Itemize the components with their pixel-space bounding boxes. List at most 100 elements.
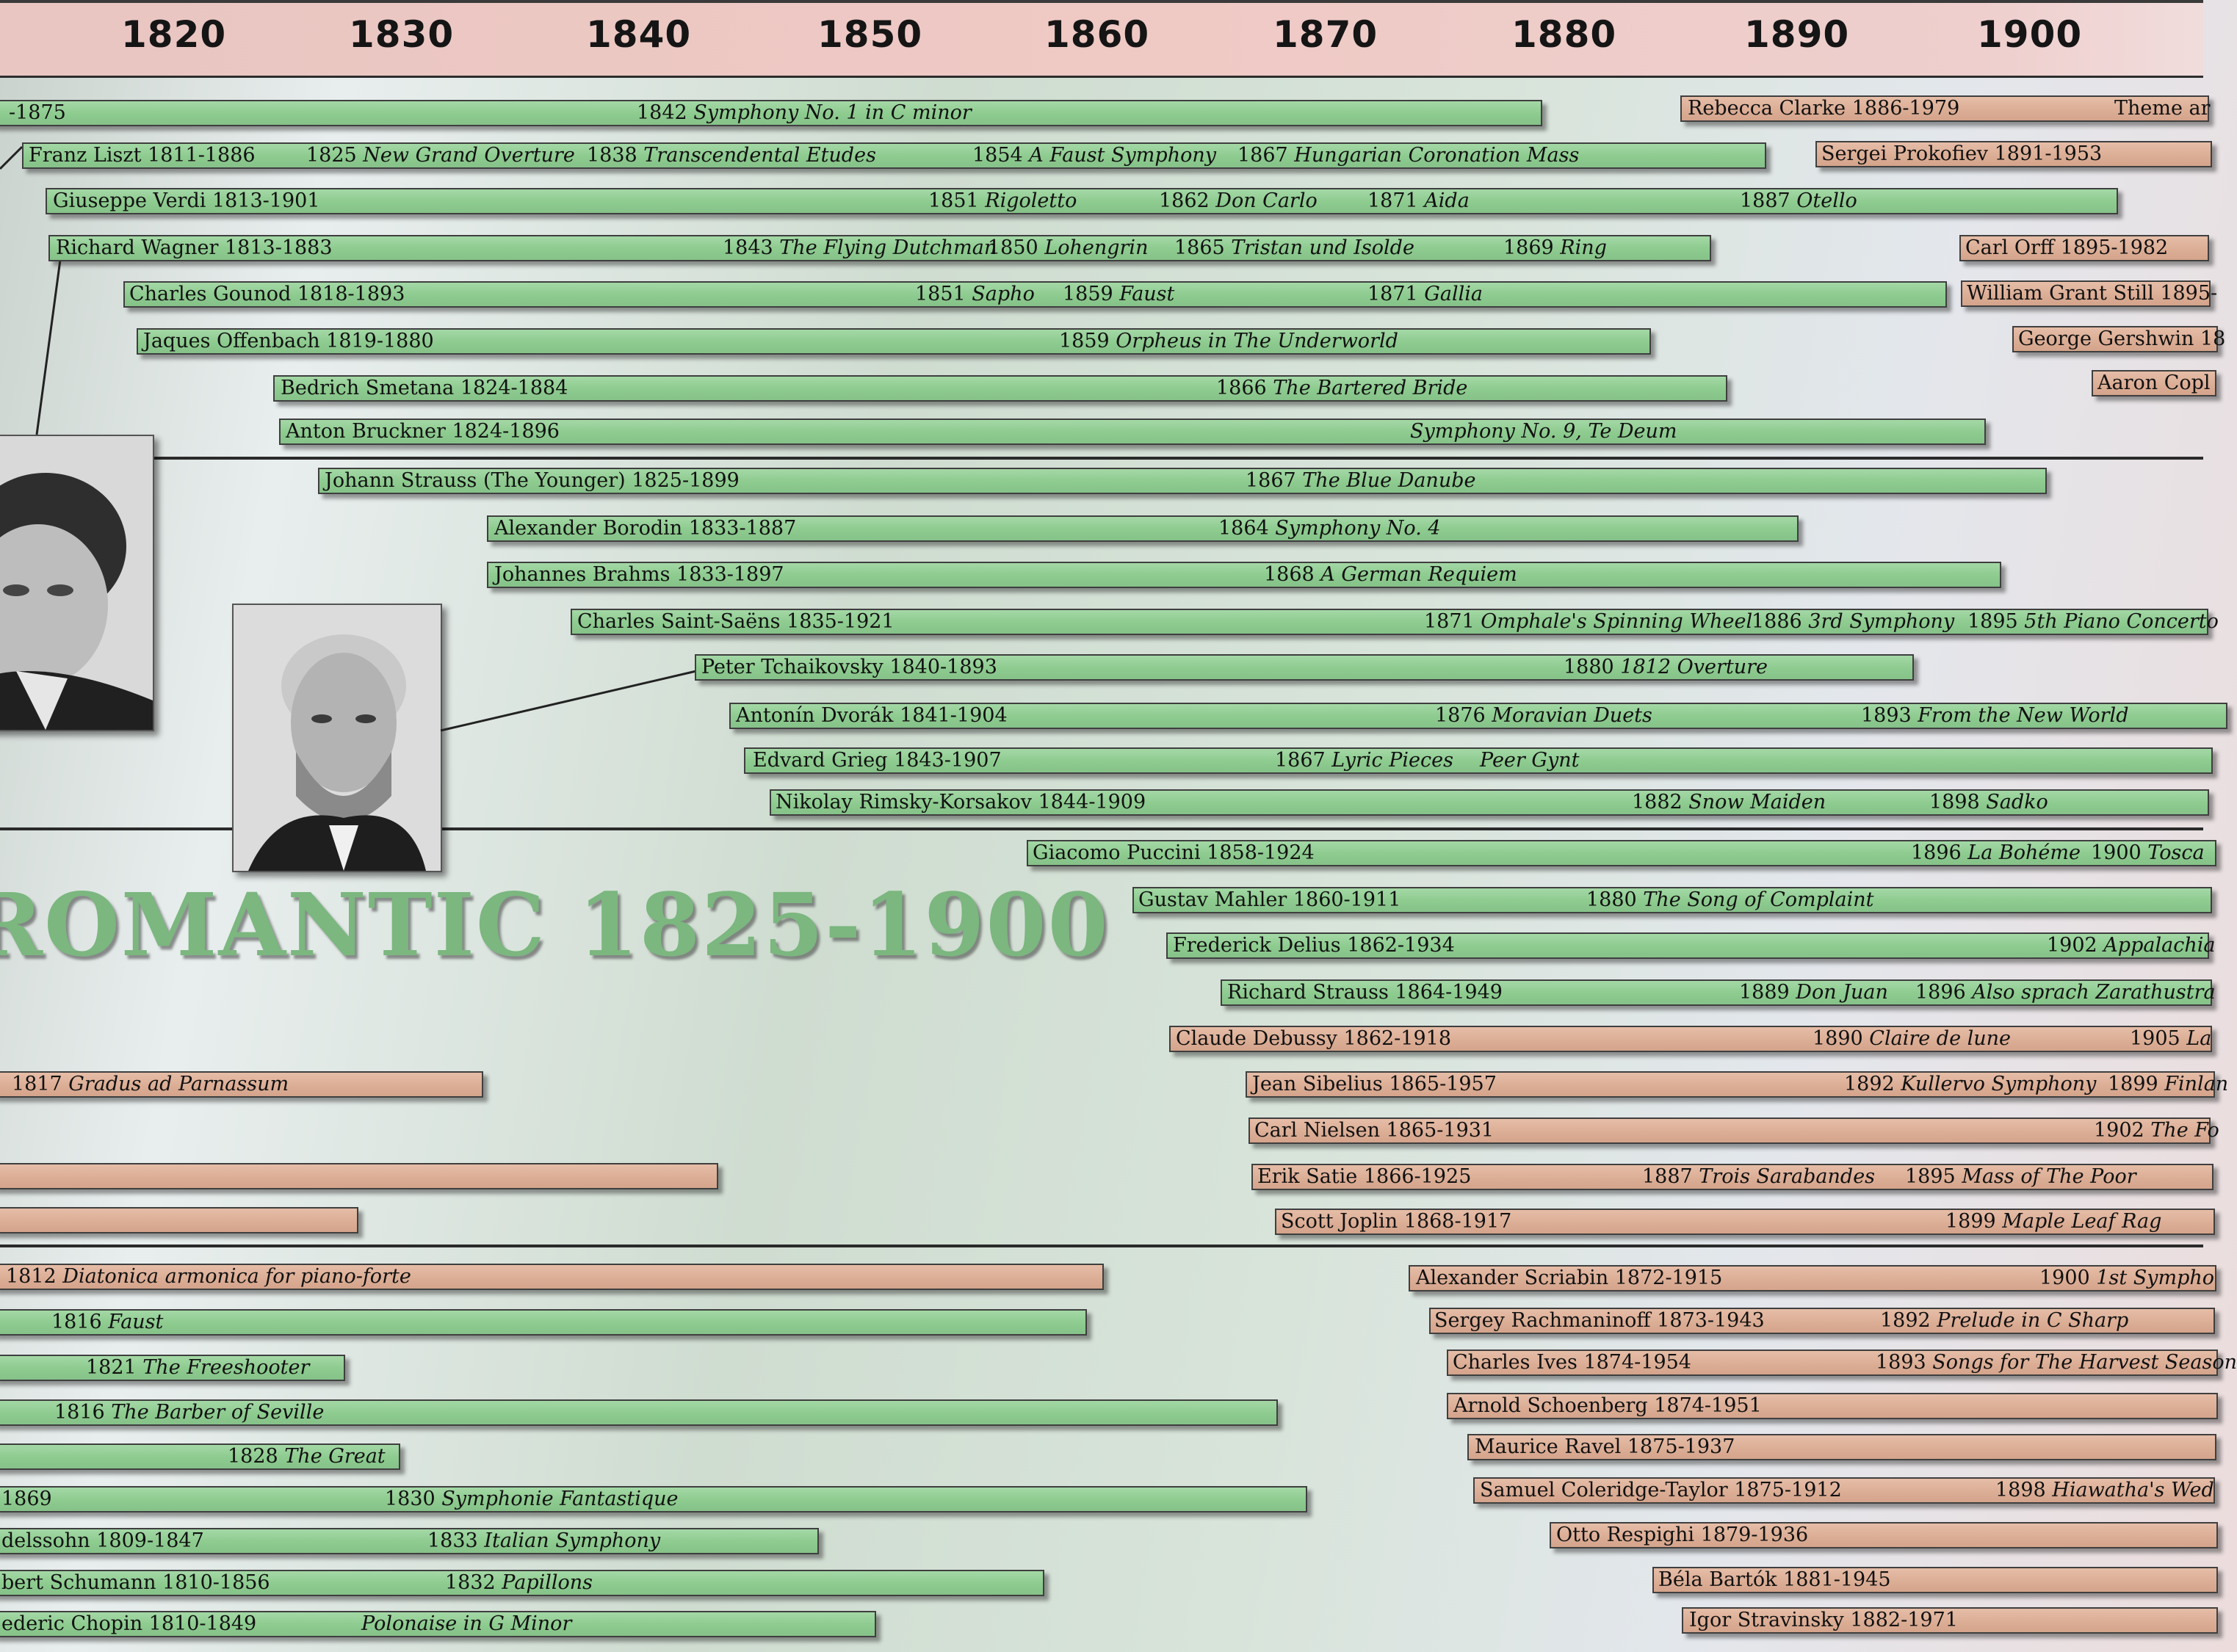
work-label: 1850 Lohengrin [988,236,1149,259]
work-label: Theme ar [2114,97,2211,120]
year-label: 1870 [1273,13,1378,56]
work-label: Peer Gynt [1480,749,1580,772]
work-label: 1869 Ring [1503,236,1607,259]
composer-bar: 1812 Diatonica armonica for piano-forte [0,1264,1104,1290]
work-label: 1859 Faust [1063,283,1175,305]
composer-name: ederic Chopin 1810-1849 [1,1612,257,1635]
work-label: 1833 Italian Symphony [427,1529,661,1552]
work-label: 1868 A German Requiem [1264,563,1517,586]
composer-bar: George Gershwin 18 [2012,326,2225,352]
work-label: 1867 The Blue Danube [1246,469,1476,492]
composer-bar: Antonín Dvorák 1841-1904 1876 Moravian Du… [729,703,2227,729]
composer-bar: 1816 The Barber of Seville [0,1399,1278,1426]
work-label: 1842 Symphony No. 1 in C minor [637,101,972,124]
composer-bar: 1828 The Great [0,1443,400,1470]
composer-name: Maurice Ravel 1875-1937 [1475,1435,1735,1458]
work-label: 1887 Trois Sarabandes [1642,1165,1876,1188]
work-label: 1882 Snow Maiden [1632,791,1826,814]
work-label: 1865 Tristan und Isolde [1174,236,1414,259]
work-label: 1880 1812 Overture [1564,656,1768,678]
work-label: 1871 Aida [1367,189,1470,212]
work-label: 1899 Maple Leaf Rag [1945,1210,2162,1233]
composer-name: Arnold Schoenberg 1874-1951 [1453,1394,1762,1417]
year-label: 1840 [586,13,692,56]
composer-bar: Nikolay Rimsky-Korsakov 1844-1909 1882 Sn… [770,789,2209,816]
composer-name: Nikolay Rimsky-Korsakov 1844-1909 [776,791,1146,814]
timeline-header [0,0,2203,78]
composer-name: Johannes Brahms 1833-1897 [494,563,784,586]
work-label: 1900 Tosca [2091,841,2205,864]
composer-name: Rebecca Clarke 1886-1979 [1688,97,1960,120]
composer-name: Richard Strauss 1864-1949 [1227,981,1503,1004]
work-label: 1898 Sadko [1929,791,2048,814]
composer-name: Aaron Copl [2097,372,2211,394]
work-label: 1876 Moravian Duets [1435,704,1652,727]
composer-name: Sergey Rachmaninoff 1873-1943 [1434,1309,1765,1332]
work-label: 1880 The Song of Complaint [1586,888,1874,911]
section-divider [0,1245,2203,1247]
work-label: 1821 The Freeshooter [86,1356,310,1379]
composer-name: Edvard Grieg 1843-1907 [753,749,1002,772]
work-label: 1895 Mass of The Poor [1905,1165,2136,1188]
work-label: 1816 The Barber of Seville [54,1401,325,1424]
composer-bar [0,1163,718,1189]
composer-name: Igor Stravinsky 1882-1971 [1689,1609,1958,1631]
composer-name: Alexander Borodin 1833-1887 [494,517,797,540]
work-label: 1867 Lyric Pieces [1275,749,1453,772]
work-label: 1896 Also sprach Zarathustra [1915,981,2216,1004]
composer-name: Erik Satie 1866-1925 [1257,1165,1472,1188]
composer-name: Giuseppe Verdi 1813-1901 [53,189,320,212]
composer-bar: Arnold Schoenberg 1874-1951 [1447,1393,2218,1419]
work-label: 1830 Symphonie Fantastique [385,1488,679,1510]
work-label: 1862 Don Carlo [1159,189,1318,212]
work-label: 1896 La Bohéme [1911,841,2081,864]
work-label: 1902 The Fo [2094,1119,2219,1142]
era-title: ROMANTIC 1825-1900 [0,874,1110,976]
composer-bar: 1816 Faust [0,1309,1087,1336]
composer-bar: delssohn 1809-1847 1833 Italian Symphony [0,1528,819,1554]
work-label: 1886 3rd Symphony [1752,610,1955,633]
composer-name: Sergei Prokofiev 1891-1953 [1821,142,2103,165]
composer-bar: Rebecca Clarke 1886-1979 Theme ar [1680,95,2211,122]
composer-name: Giacomo Puccini 1858-1924 [1033,841,1315,864]
work-label: Symphony No. 9, Te Deum [1410,420,1677,443]
composer-name: Johann Strauss (The Younger) 1825-1899 [325,469,740,492]
composer-bar: Erik Satie 1866-1925 1887 Trois Sarabande… [1251,1164,2213,1190]
composer-name: Otto Respighi 1879-1936 [1556,1524,1809,1546]
work-label: 1812 Diatonica armonica for piano-forte [6,1265,411,1288]
year-label: 1860 [1044,13,1150,56]
year-label: 1890 [1744,13,1850,56]
composer-name: Alexander Scriabin 1872-1915 [1416,1267,1723,1289]
work-label: 1867 Hungarian Coronation Mass [1237,144,1580,167]
composer-name: Scott Joplin 1868-1917 [1281,1210,1512,1233]
composer-name: Frederick Delius 1862-1934 [1173,934,1455,957]
work-label: 1851 Sapho [915,283,1035,305]
composer-name: Carl Orff 1895-1982 [1965,236,2169,259]
work-label: 1838 Transcendental Etudes [587,144,876,167]
composer-name: delssohn 1809-1847 [1,1529,204,1552]
year-label: 1900 [1977,13,2083,56]
composer-name: bert Schumann 1810-1856 [1,1571,270,1594]
work-label: 1892 Prelude in C Sharp [1880,1309,2129,1332]
work-label: 1816 Faust [51,1311,164,1333]
composer-bar: Johannes Brahms 1833-1897 1868 A German R… [487,562,2001,588]
composer-bar: Johann Strauss (The Younger) 1825-1899 18… [318,468,2047,494]
work-label: 1889 Don Juan [1739,981,1888,1004]
composer-bar: Béla Bartók 1881-1945 [1652,1567,2218,1593]
composer-bar: Scott Joplin 1868-1917 1899 Maple Leaf Ra… [1275,1209,2215,1235]
composer-name: Gustav Mahler 1860-1911 [1138,888,1401,911]
composer-name: Antonín Dvorák 1841-1904 [736,704,1008,727]
work-label: 1851 Rigoletto [928,189,1077,212]
composer-name: Franz Liszt 1811-1886 [29,144,256,167]
